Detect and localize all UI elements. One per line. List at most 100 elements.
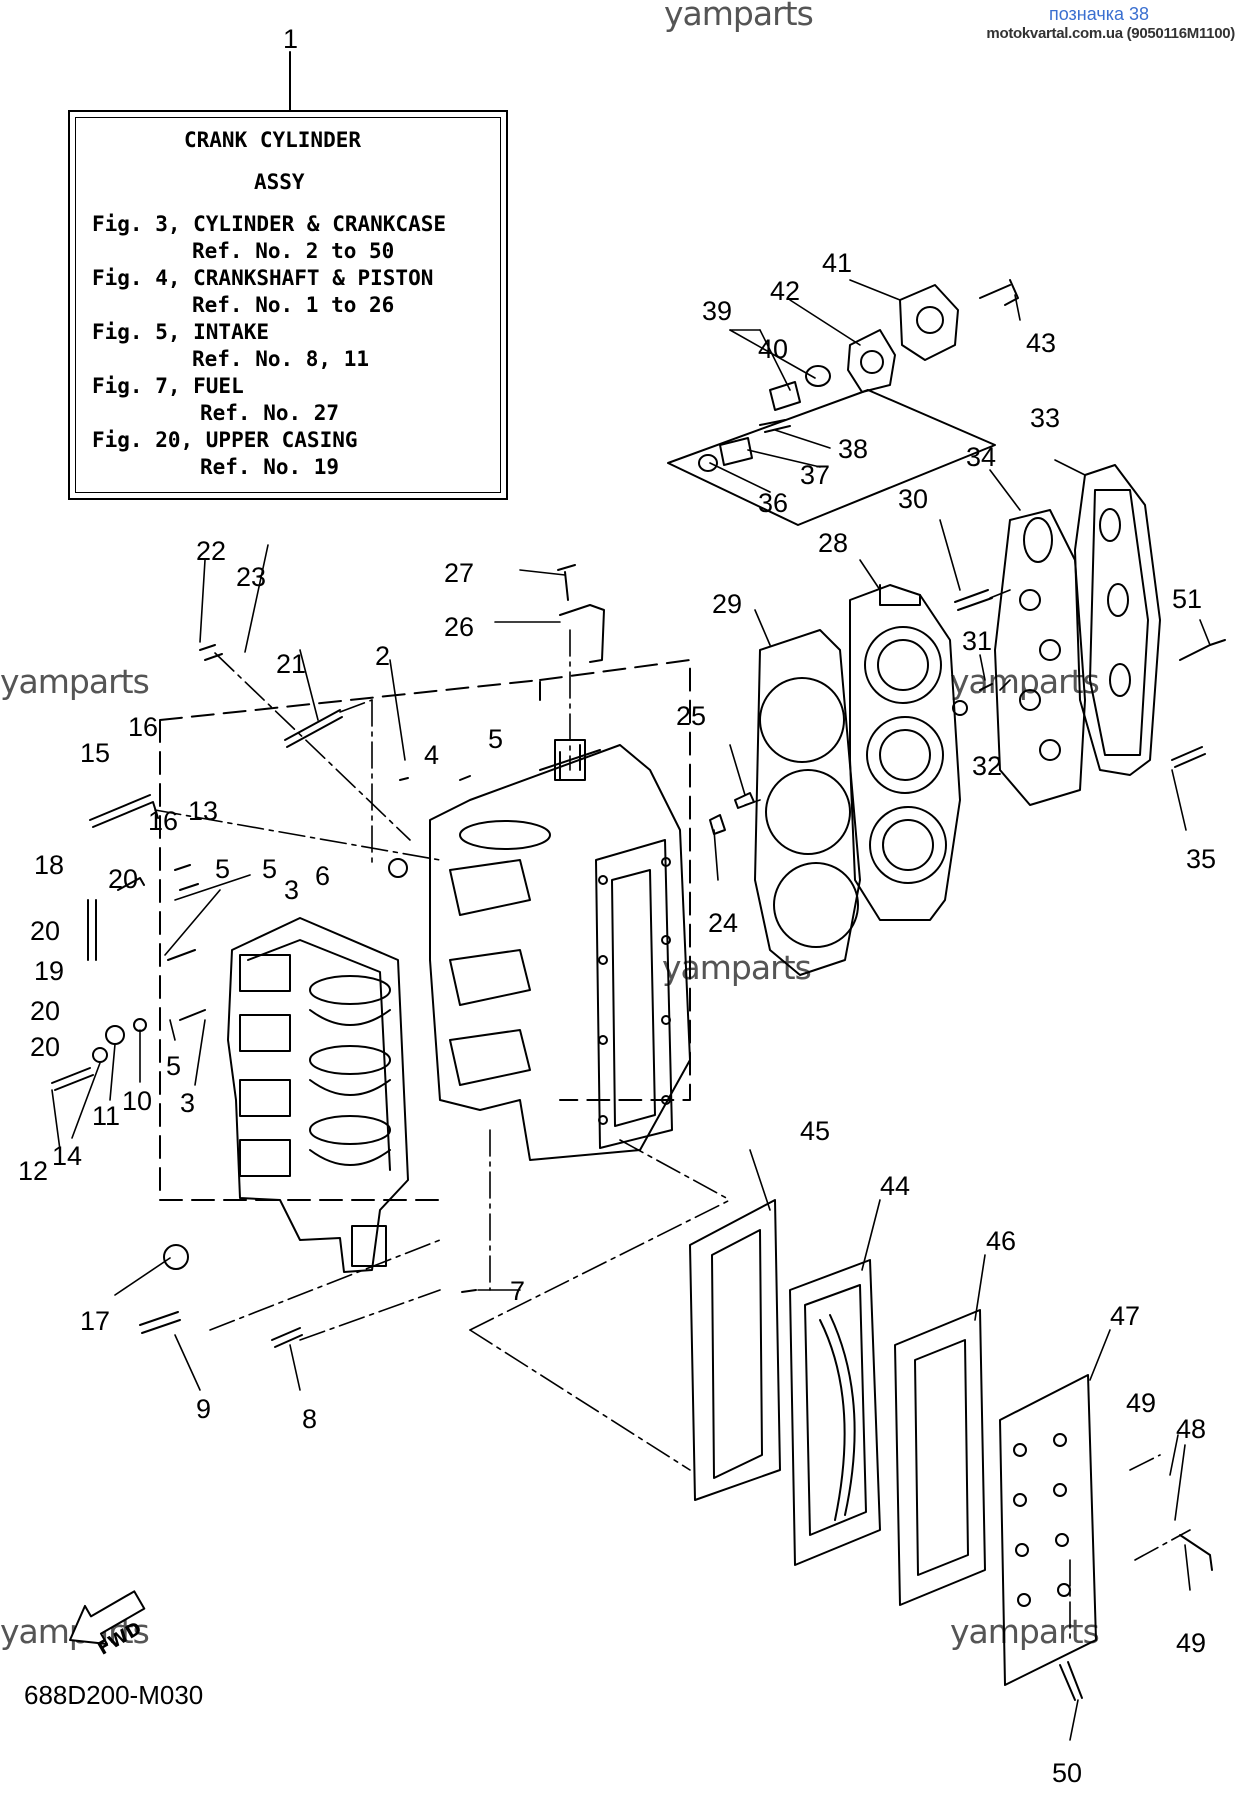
head-gasket (754, 629, 861, 976)
callout-15: 15 (80, 738, 110, 768)
hose-15 (89, 794, 159, 828)
callout-33: 33 (1030, 403, 1060, 433)
callout-50: 50 (1052, 1758, 1082, 1788)
exhaust-outer-cover (999, 1374, 1097, 1686)
callout-30: 30 (898, 484, 928, 514)
callout-41: 41 (822, 248, 852, 278)
bolt-35 (1171, 746, 1206, 768)
callout-42: 42 (770, 276, 800, 306)
watermark-bottom-right: yamparts (950, 1612, 1100, 1651)
callout-leaders (51, 279, 1211, 1741)
washer-32 (952, 700, 968, 716)
info-ref-fig: Fig. 20, UPPER CASING (92, 428, 358, 452)
callout-24: 24 (708, 908, 738, 938)
callout-11: 11 (92, 1101, 120, 1131)
watermark-top: yamparts (664, 0, 814, 33)
pin-7 (461, 1289, 477, 1293)
info-ref-no: Ref. No. 1 to 26 (192, 293, 395, 317)
bolt-12 (51, 1067, 94, 1091)
callout-36: 36 (758, 488, 788, 518)
callout-34: 34 (966, 442, 996, 472)
callout-38: 38 (838, 434, 868, 464)
callout-47: 47 (1110, 1301, 1140, 1331)
callout-46: 46 (986, 1226, 1016, 1256)
bolt-43 (979, 279, 1019, 306)
exhaust-inner-plate (789, 1259, 881, 1566)
hose-18 (117, 877, 145, 891)
info-title-line1: CRANK CYLINDER (184, 128, 362, 152)
nipple-4 (399, 775, 471, 781)
nut-11 (105, 1025, 125, 1045)
thermostat-gasket (847, 329, 896, 393)
thermostat-cover-port (916, 306, 944, 334)
callout-6: 6 (315, 861, 330, 891)
bolt-50 (1059, 1661, 1083, 1701)
callout-2: 2 (375, 641, 390, 671)
callout-28: 28 (818, 528, 848, 558)
callout-16b: 16 (148, 806, 178, 836)
info-ref-no: Ref. No. 8, 11 (192, 347, 370, 371)
page-note-link[interactable]: позначка 38 (1048, 4, 1149, 24)
callout-37: 37 (800, 460, 830, 490)
info-ref-fig: Fig. 4, CRANKSHAFT & PISTON (92, 266, 434, 290)
pipe-19 (87, 899, 97, 961)
cylinder-head-cover (1074, 464, 1161, 776)
stud-21 (284, 709, 343, 748)
callout-3b: 3 (180, 1088, 195, 1118)
info-ref-fig: Fig. 7, FUEL (92, 374, 244, 398)
info-ref-no: Ref. No. 27 (200, 401, 340, 425)
bolt-22 (199, 644, 223, 661)
callout-3: 3 (284, 875, 299, 905)
callout-22: 22 (196, 536, 226, 566)
exhaust-inner-gasket (894, 1309, 986, 1606)
hose-48 (1179, 1534, 1213, 1571)
info-ref-fig: Fig. 3, CYLINDER & CRANKCASE (92, 212, 447, 236)
callout-4: 4 (424, 740, 439, 770)
head-cover-gasket (994, 509, 1086, 806)
callout-27: 27 (444, 558, 474, 588)
callout-8: 8 (302, 1404, 317, 1434)
assembly-lines (154, 589, 1191, 1641)
cylinder-block (429, 739, 691, 1161)
callout-7: 7 (510, 1276, 525, 1306)
watermark-left: yamparts (0, 662, 150, 701)
callout-35: 35 (1186, 844, 1216, 874)
cylinder-head (849, 584, 961, 921)
callout-40: 40 (758, 334, 788, 364)
callout-5c: 5 (262, 854, 277, 884)
clamp-26 (559, 604, 605, 663)
page-note: позначка 38 motokvartal.com.ua (9050116M… (986, 4, 1235, 42)
crankcase-block (227, 917, 409, 1273)
callout-44: 44 (880, 1171, 910, 1201)
thermostat-cover (899, 284, 959, 361)
callout-5: 5 (488, 724, 503, 754)
callout-26: 26 (444, 612, 474, 642)
callout-13: 13 (188, 796, 218, 826)
fwd-arrow (69, 1590, 146, 1646)
bracket-24 (709, 814, 726, 835)
info-ref-no: Ref. No. 2 to 50 (192, 239, 395, 263)
callout-49b: 49 (1176, 1628, 1206, 1658)
bolt-30 (954, 589, 993, 611)
bolt-31 (979, 683, 993, 691)
fitting-13 (174, 864, 199, 891)
thermostat-gasket-hole (860, 350, 884, 374)
callout-20: 20 (108, 864, 138, 894)
bolt-8 (271, 1327, 303, 1348)
watermark-center-right: yamparts (950, 662, 1100, 701)
callout-9: 9 (196, 1394, 211, 1424)
callout-17: 17 (80, 1306, 110, 1336)
callout-12: 12 (18, 1156, 48, 1186)
bolt-9 (139, 1311, 181, 1334)
callout-1: 1 (283, 24, 298, 54)
bolt-27 (557, 564, 576, 601)
callout-39: 39 (702, 296, 732, 326)
callout-51: 51 (1172, 584, 1202, 614)
callout-25: 25 (676, 701, 706, 731)
seal-17 (163, 1244, 189, 1270)
source-line: motokvartal.com.ua (9050116M1100) (986, 25, 1235, 42)
plug-6 (388, 858, 408, 878)
assembly-info-box: CRANK CYLINDER ASSY Fig. 3, CYLINDER & C… (68, 110, 508, 500)
callout-20b: 20 (30, 916, 60, 946)
